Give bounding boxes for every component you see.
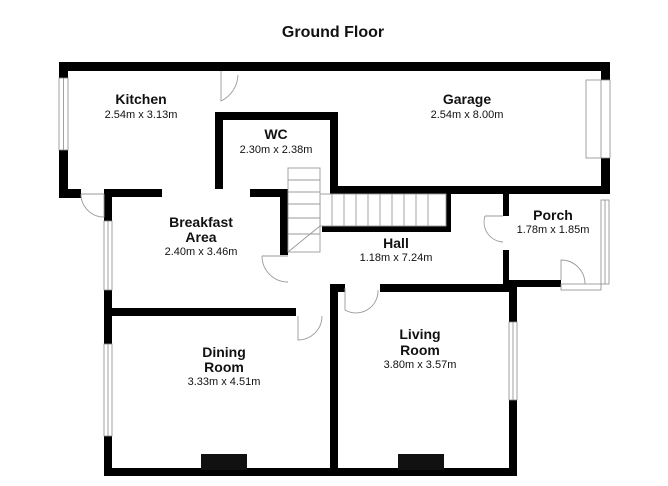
front-door-icon <box>560 259 586 285</box>
breakfast-name-line1: Breakfast <box>169 214 233 230</box>
wall-kitchen-bottom <box>104 189 162 197</box>
wall-kitchen-bottom-stub <box>59 189 81 198</box>
hall-name: Hall <box>383 235 409 251</box>
wall-stair-right <box>446 194 451 232</box>
room-living-room: Living Room 3.80m x 3.57m <box>384 326 457 371</box>
dining-fireplace-icon <box>201 454 247 470</box>
wall-breakfast-left-top <box>104 189 112 221</box>
doors <box>80 71 586 341</box>
wall-dining-living-divider <box>330 284 338 476</box>
room-porch: Porch 1.78m x 1.85m <box>517 207 590 236</box>
wall-top <box>59 62 610 71</box>
wall-dining-left-top <box>104 308 112 344</box>
wall-wc-top <box>215 112 335 120</box>
living-name-line1: Living <box>399 326 440 342</box>
wall-living-right-top <box>509 284 517 322</box>
porch-inner-door-icon <box>483 215 504 243</box>
kitchen-side-door-icon <box>80 193 105 218</box>
garage-name: Garage <box>443 91 491 107</box>
wall-garage-right-top <box>601 62 610 80</box>
porch-front-frame-icon <box>560 283 602 291</box>
wall-wc-left <box>215 112 223 189</box>
wall-porch-bottom <box>509 280 561 287</box>
wall-porch-left-bottom <box>503 250 509 290</box>
hall-dimensions: 1.18m x 7.24m <box>360 252 433 264</box>
wall-wc-right <box>330 112 338 192</box>
room-breakfast-area: Breakfast Area 2.40m x 3.46m <box>165 214 238 258</box>
kitchen-garage-door-icon <box>220 71 239 102</box>
walls <box>59 62 610 476</box>
wall-breakfast-left-bottom <box>104 290 112 316</box>
wall-kitchen-left-top <box>59 62 68 78</box>
wall-bottom <box>104 468 517 476</box>
porch-name: Porch <box>533 207 573 223</box>
wc-name: WC <box>264 126 287 142</box>
wc-dimensions: 2.30m x 2.38m <box>240 144 313 156</box>
wall-garage-bottom <box>330 186 610 194</box>
wall-garage-right-bottom <box>601 158 610 194</box>
living-fireplace-icon <box>398 454 444 470</box>
dining-door-icon <box>297 315 323 341</box>
porch-dimensions: 1.78m x 1.85m <box>517 224 590 236</box>
garage-dimensions: 2.54m x 8.00m <box>431 109 504 121</box>
wall-kitchen-left-bottom <box>59 150 68 198</box>
breakfast-door-icon <box>261 255 289 283</box>
dining-name-line1: Dining <box>202 344 246 360</box>
wall-living-right-bottom <box>509 400 517 476</box>
garage-window-icon <box>585 79 611 159</box>
kitchen-dimensions: 2.54m x 3.13m <box>105 109 178 121</box>
living-door-icon <box>344 288 379 314</box>
dining-dimensions: 3.33m x 4.51m <box>188 376 261 388</box>
wall-stair-base <box>322 226 448 232</box>
wall-living-top <box>380 284 509 292</box>
kitchen-name: Kitchen <box>115 91 166 107</box>
wall-dining-top <box>104 308 296 316</box>
room-dining-room: Dining Room 3.33m x 4.51m <box>188 344 261 388</box>
breakfast-name-line2: Area <box>185 229 216 245</box>
windows <box>58 77 611 437</box>
plan-title: Ground Floor <box>282 24 384 41</box>
room-hall: Hall 1.18m x 7.24m <box>360 235 433 264</box>
breakfast-dimensions: 2.40m x 3.46m <box>165 246 238 258</box>
room-garage: Garage 2.54m x 8.00m <box>431 91 504 121</box>
wall-dining-left-bottom <box>104 436 112 476</box>
wall-breakfast-right <box>280 189 288 255</box>
staircase-icon <box>287 167 447 253</box>
room-wc: WC 2.30m x 2.38m <box>240 126 313 156</box>
wall-porch-left-top <box>503 194 509 216</box>
dining-name-line2: Room <box>204 359 244 375</box>
wall-breakfast-top-right <box>250 189 288 197</box>
living-dimensions: 3.80m x 3.57m <box>384 359 457 371</box>
living-name-line2: Room <box>400 342 440 358</box>
room-kitchen: Kitchen 2.54m x 3.13m <box>105 91 178 121</box>
